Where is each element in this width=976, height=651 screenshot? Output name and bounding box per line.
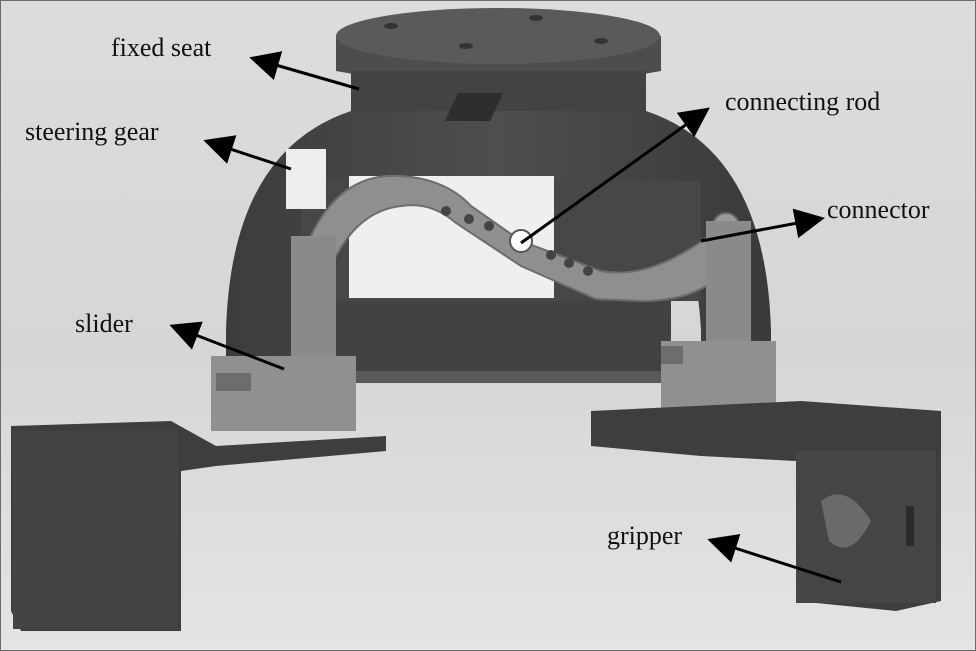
arrow-connector: [700, 208, 825, 243]
label-connecting-rod: connecting rod: [725, 87, 881, 116]
gripper-part: [11, 401, 941, 631]
arrow-fixed-seat: [249, 51, 360, 91]
label-fixed-seat: fixed seat: [111, 33, 212, 62]
arrow-connecting-rod: [520, 107, 710, 245]
fixed-seat-part: [336, 8, 661, 111]
label-slider: slider: [75, 309, 133, 338]
arrow-steering-gear: [203, 135, 292, 171]
leader-arrows: [169, 51, 842, 584]
label-connector: connector: [827, 195, 930, 224]
arrow-gripper: [707, 534, 842, 584]
arrow-slider: [169, 321, 285, 371]
label-steering-gear: steering gear: [25, 117, 159, 146]
label-gripper: gripper: [607, 521, 683, 550]
